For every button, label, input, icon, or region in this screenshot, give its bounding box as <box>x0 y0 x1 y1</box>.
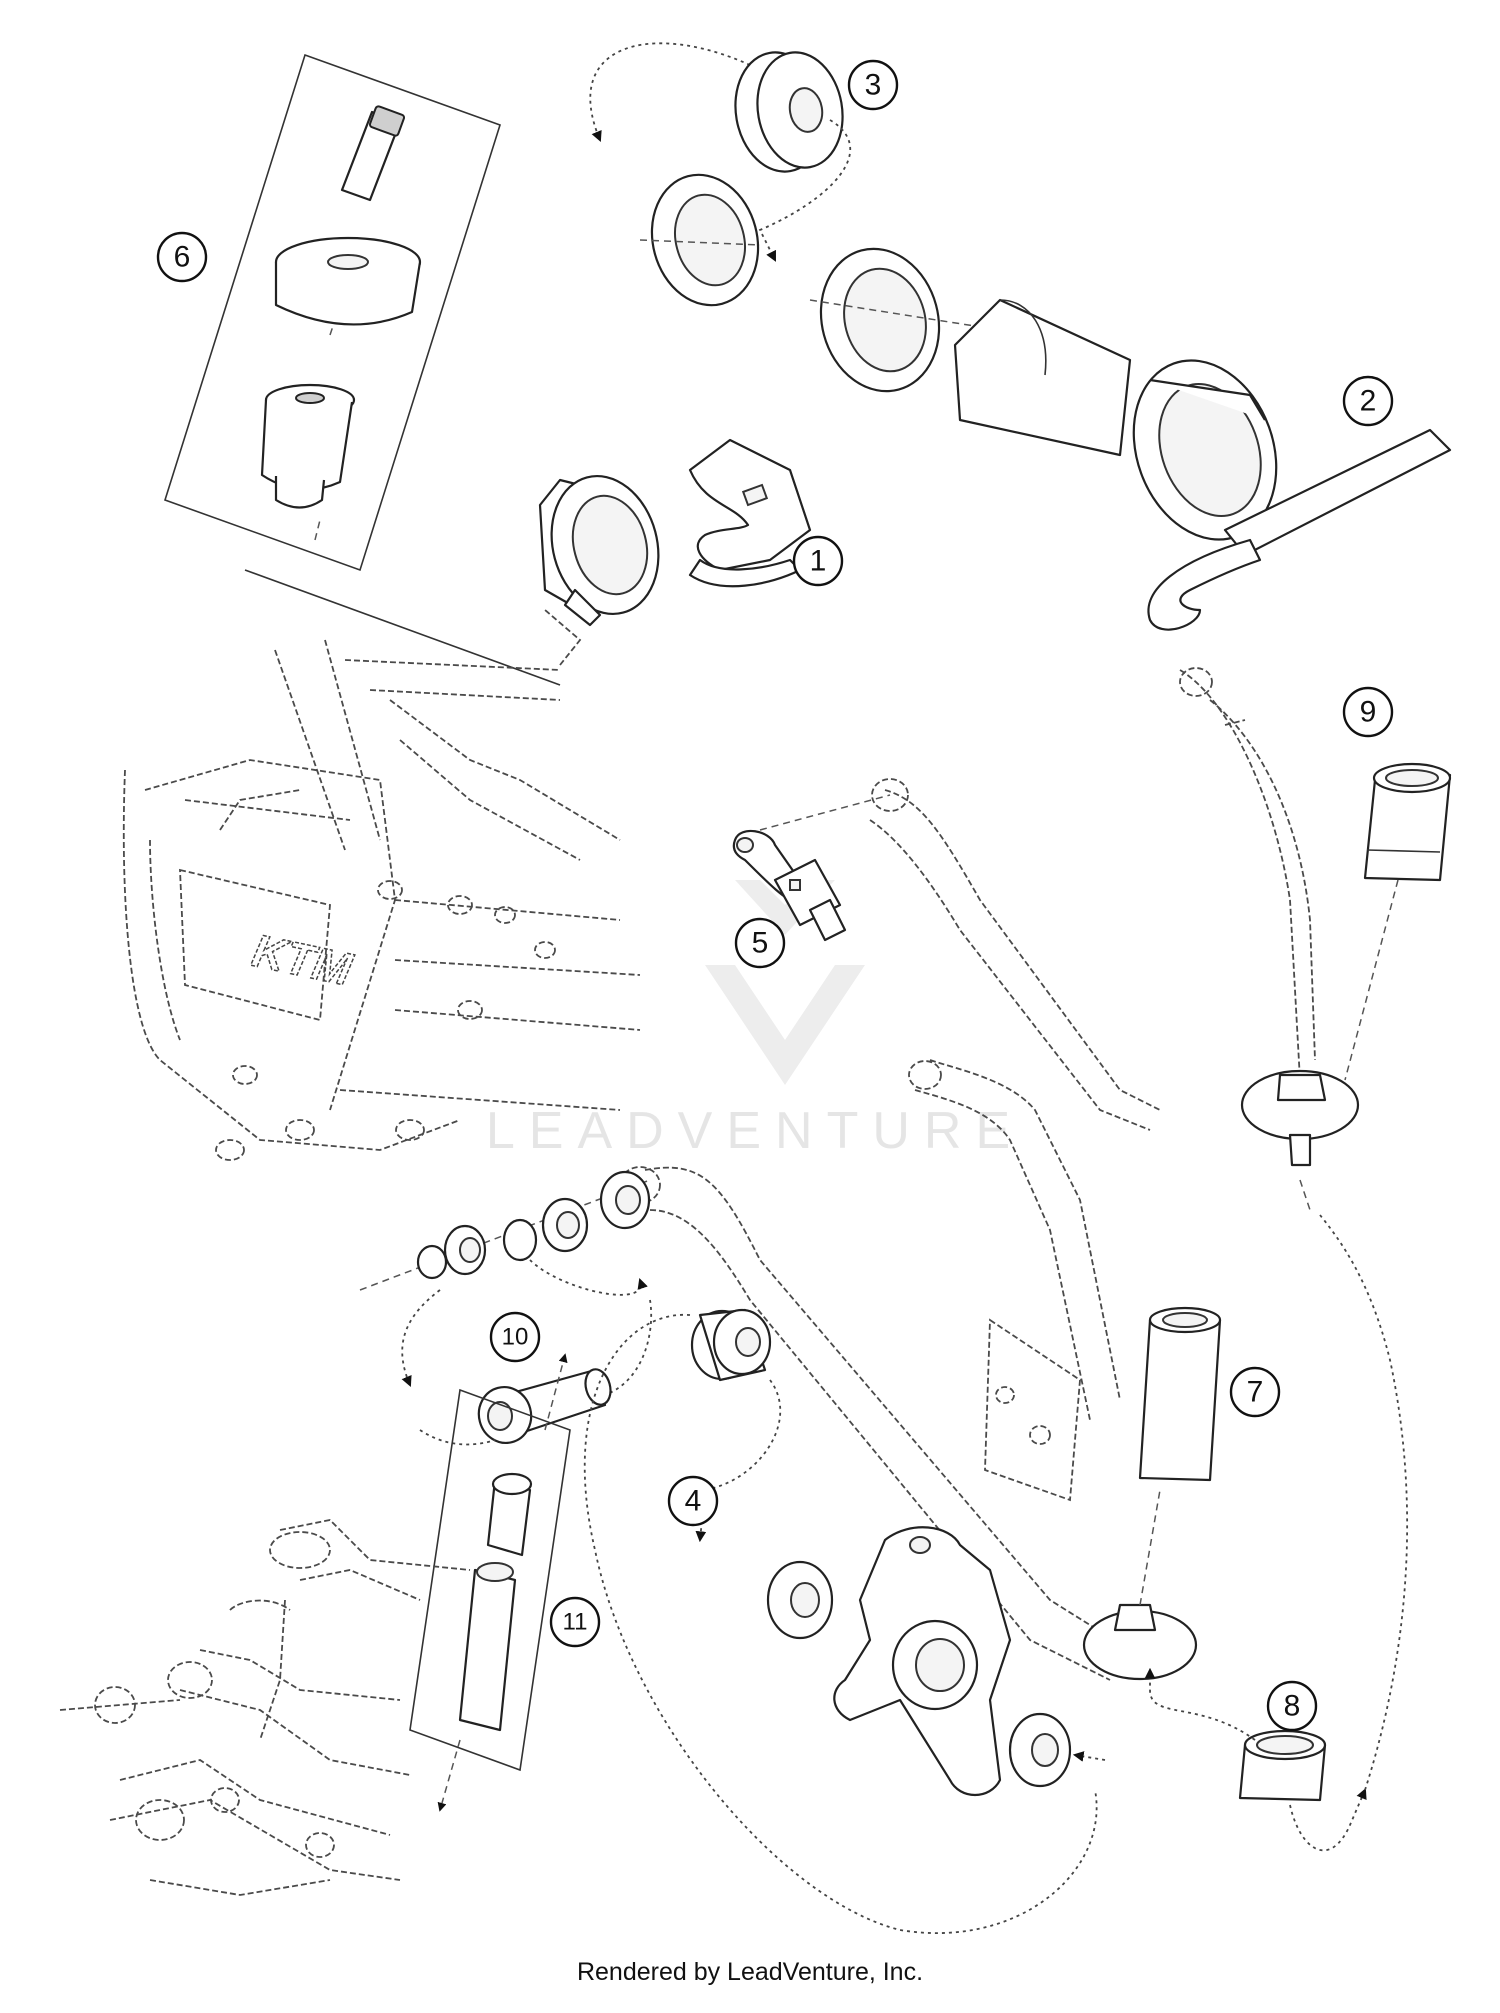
item-5-link <box>732 794 891 942</box>
callout-3: 3 <box>847 59 899 111</box>
item-3-bearing-set <box>589 42 1001 393</box>
svg-text:8: 8 <box>1284 1690 1301 1723</box>
svg-text:7: 7 <box>1247 1376 1264 1409</box>
callout-1: 1 <box>792 535 844 587</box>
callout-4: 4 <box>667 1475 719 1527</box>
item-4-hub-bearings <box>583 1308 1106 1934</box>
svg-text:5: 5 <box>752 927 769 960</box>
upper-control-arm <box>869 667 1360 1211</box>
watermark-text: LEADVENTURE <box>486 1102 1024 1160</box>
item-7-sleeve <box>1138 1306 1222 1482</box>
item-2-spanner-and-housing <box>953 298 1452 631</box>
svg-text:1: 1 <box>810 545 827 578</box>
item-6-press-tool <box>164 53 561 686</box>
svg-text:2: 2 <box>1360 385 1377 418</box>
svg-text:4: 4 <box>685 1485 702 1518</box>
svg-text:11: 11 <box>563 1609 588 1636</box>
svg-text:3: 3 <box>865 69 882 102</box>
callout-7: 7 <box>1229 1366 1281 1418</box>
item-1-nut-wrench <box>538 438 812 627</box>
lower-control-arm <box>619 1059 1198 1681</box>
callout-6: 6 <box>156 231 208 283</box>
callout-2: 2 <box>1342 375 1394 427</box>
vehicle-frame: KTM <box>122 609 641 1161</box>
callout-8: 8 <box>1266 1680 1318 1732</box>
callout-9: 9 <box>1342 686 1394 738</box>
leadventure-watermark: LEADVENTURE <box>486 839 1024 1160</box>
render-credit: Rendered by LeadVenture, Inc. <box>576 1958 924 1986</box>
frame-logo-text: KTM <box>248 924 358 996</box>
callout-10: 10 <box>489 1311 541 1363</box>
item-10-bushing-kit <box>359 1170 653 1446</box>
svg-text:10: 10 <box>502 1324 529 1351</box>
callout-11: 11 <box>549 1596 601 1648</box>
svg-text:9: 9 <box>1360 696 1377 729</box>
item-8-ring <box>1144 1214 1409 1852</box>
callout-5: 5 <box>734 917 786 969</box>
item-11-tool-set <box>59 1353 571 1896</box>
svg-text:6: 6 <box>174 241 191 274</box>
item-9-sleeve-tool <box>1344 762 1452 1081</box>
